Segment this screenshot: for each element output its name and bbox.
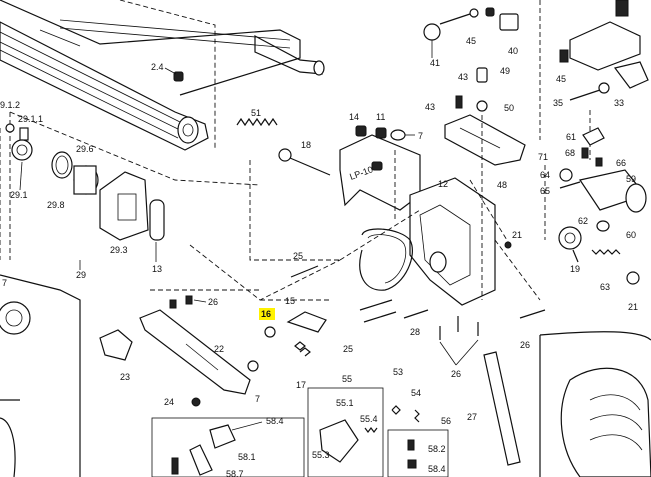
label-25-mid: 25 (343, 344, 353, 354)
trigger-blade-assembly: 55 55.1 55.4 55.3 53 54 56 58.2 58.4 (307, 367, 451, 477)
label-16: 16 (261, 309, 271, 319)
left-grip-panel: 7 (0, 274, 81, 477)
label-63: 63 (600, 282, 610, 292)
label-26-top: 26 (208, 297, 218, 307)
label-56: 56 (441, 416, 451, 426)
label-18: 18 (301, 140, 311, 150)
label-21: 21 (512, 230, 522, 240)
label-71: 71 (538, 152, 548, 162)
label-55-4: 55.4 (360, 414, 378, 424)
label-64: 64 (540, 170, 550, 180)
label-40: 40 (508, 46, 518, 56)
label-48: 48 (497, 180, 507, 190)
label-68: 68 (565, 148, 575, 158)
valve-assembly: 61 68 66 71 64 65 59 62 60 19 63 21 (538, 127, 647, 312)
label-13: 13 (152, 264, 162, 274)
barrel-assembly (0, 0, 325, 260)
label-11: 11 (376, 112, 385, 122)
label-29-1: 29.1 (10, 190, 28, 200)
part-2-4: 2.4 (151, 62, 184, 82)
label-7-left: 7 (2, 278, 7, 288)
rear-sight-assembly: 45 35 33 (553, 0, 649, 160)
label-27: 27 (467, 412, 477, 422)
label-55-1: 55.1 (336, 398, 354, 408)
label-54: 54 (411, 388, 421, 398)
label-19: 19 (570, 264, 580, 274)
label-55: 55 (342, 374, 352, 384)
label-60: 60 (626, 230, 636, 240)
highlight-16 (259, 308, 275, 320)
label-43-side: 43 (425, 102, 435, 112)
label-17: 17 (296, 380, 306, 390)
label-24: 24 (164, 397, 174, 407)
label-51: 51 (251, 108, 261, 118)
label-29: 29 (76, 270, 86, 280)
label-58-4-left: 58.4 (266, 416, 284, 426)
sight-assembly: 41 45 40 49 43 43 50 48 (423, 0, 541, 300)
label-26-mid: 26 (451, 369, 461, 379)
label-53: 53 (393, 367, 403, 377)
label-58-1: 58.1 (238, 452, 256, 462)
label-66: 66 (616, 158, 626, 168)
label-43-top: 43 (458, 72, 468, 82)
label-29-1-1: 29.1.1 (18, 114, 43, 124)
label-61: 61 (566, 132, 576, 142)
label-25-top: 25 (293, 251, 303, 261)
label-65: 65 (540, 186, 550, 196)
label-22: 22 (214, 344, 224, 354)
label-29-3: 29.3 (110, 245, 128, 255)
trigger-parts: 25 15 16 17 25 28 26 26 27 (259, 251, 546, 466)
label-26-right: 26 (520, 340, 530, 350)
label-7-top: 7 (418, 131, 423, 141)
label-55-3: 55.3 (312, 450, 330, 460)
label-45-top: 45 (466, 36, 476, 46)
right-grip (539, 331, 651, 477)
label-58-7: 58.7 (226, 469, 244, 477)
label-45-right: 45 (556, 74, 566, 84)
label-59: 59 (626, 174, 636, 184)
label-12: 12 (438, 179, 448, 189)
piston-assembly: 9.1.2 29.1.1 29.1 29.6 29.8 29.3 13 29 (0, 100, 261, 280)
label-35: 35 (553, 98, 563, 108)
label-58-4-right: 58.4 (428, 464, 446, 474)
label-62: 62 (578, 216, 588, 226)
label-14: 14 (349, 112, 359, 122)
label-28: 28 (410, 327, 420, 337)
label-29-6: 29.6 (76, 144, 94, 154)
label-50: 50 (504, 103, 514, 113)
trigger-housing: LP-10 14 11 7 12 21 (339, 112, 541, 306)
label-23: 23 (120, 372, 130, 382)
label-29-8: 29.8 (47, 200, 65, 210)
safety-lever-assembly: 23 22 26 24 7 (99, 244, 341, 407)
label-15: 15 (285, 296, 295, 306)
grip-parts: 58.4 58.1 58.7 (151, 416, 305, 477)
label-21-right: 21 (628, 302, 638, 312)
spring-rod-assembly: 51 18 (236, 108, 340, 261)
label-49: 49 (500, 66, 510, 76)
label-58-2: 58.2 (428, 444, 446, 454)
label-2-4: 2.4 (151, 62, 164, 72)
label-7-mid: 7 (255, 394, 260, 404)
label-9-1-2: 9.1.2 (0, 100, 20, 110)
label-33: 33 (614, 98, 624, 108)
label-41: 41 (430, 58, 440, 68)
